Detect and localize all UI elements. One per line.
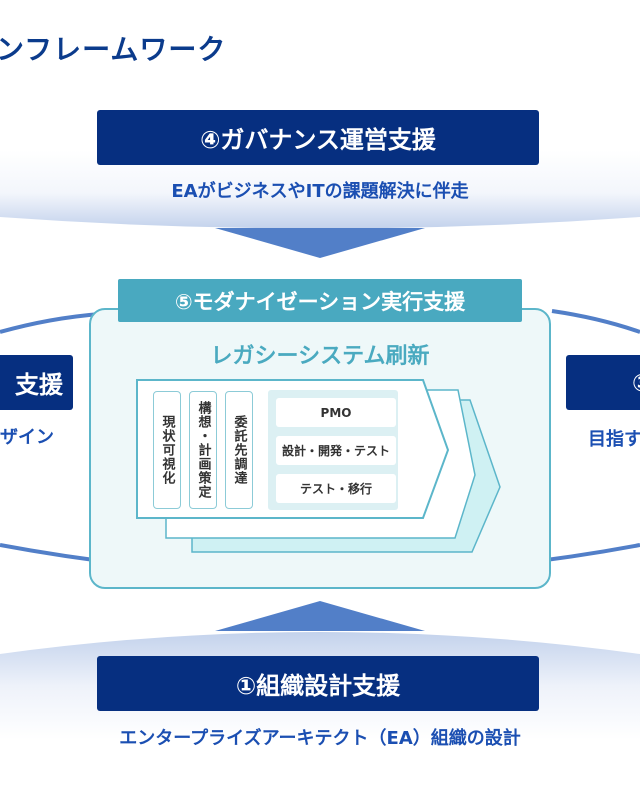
top-band (0, 150, 640, 229)
phase-planning: 構想・計画策定 (189, 391, 217, 509)
org-design-support-box: ①組織設計支援 (97, 656, 539, 711)
up-arrow (215, 601, 425, 631)
item-design-dev-test: 設計・開発・テスト (276, 436, 396, 465)
modernization-label: ⑤モダナイゼーション実行支援 (118, 279, 522, 322)
page-title: ンフレームワーク (0, 33, 227, 66)
left-subtitle: ザイン (0, 427, 54, 448)
down-arrow (215, 228, 425, 258)
left-support-box: 支援 (0, 355, 73, 410)
cycle-arc-top-left (0, 312, 101, 334)
right-support-box: ③ (566, 355, 640, 410)
item-test-migration: テスト・移行 (276, 474, 396, 503)
governance-support-box: ④ガバナンス運営支援 (97, 110, 539, 165)
item-pmo: PMO (276, 398, 396, 427)
right-subtitle: 目指す (588, 429, 640, 450)
phase-procurement: 委託先調達 (225, 391, 253, 509)
phase-current-state: 現状可視化 (153, 391, 181, 509)
cycle-arc-top-right (551, 309, 640, 334)
legacy-heading: レガシーシステム刷新 (210, 344, 430, 369)
org-design-subtitle: エンタープライズアーキテクト（EA）組織の設計 (119, 728, 521, 749)
governance-subtitle: EAがビジネスやITの課題解決に伴走 (171, 181, 469, 202)
